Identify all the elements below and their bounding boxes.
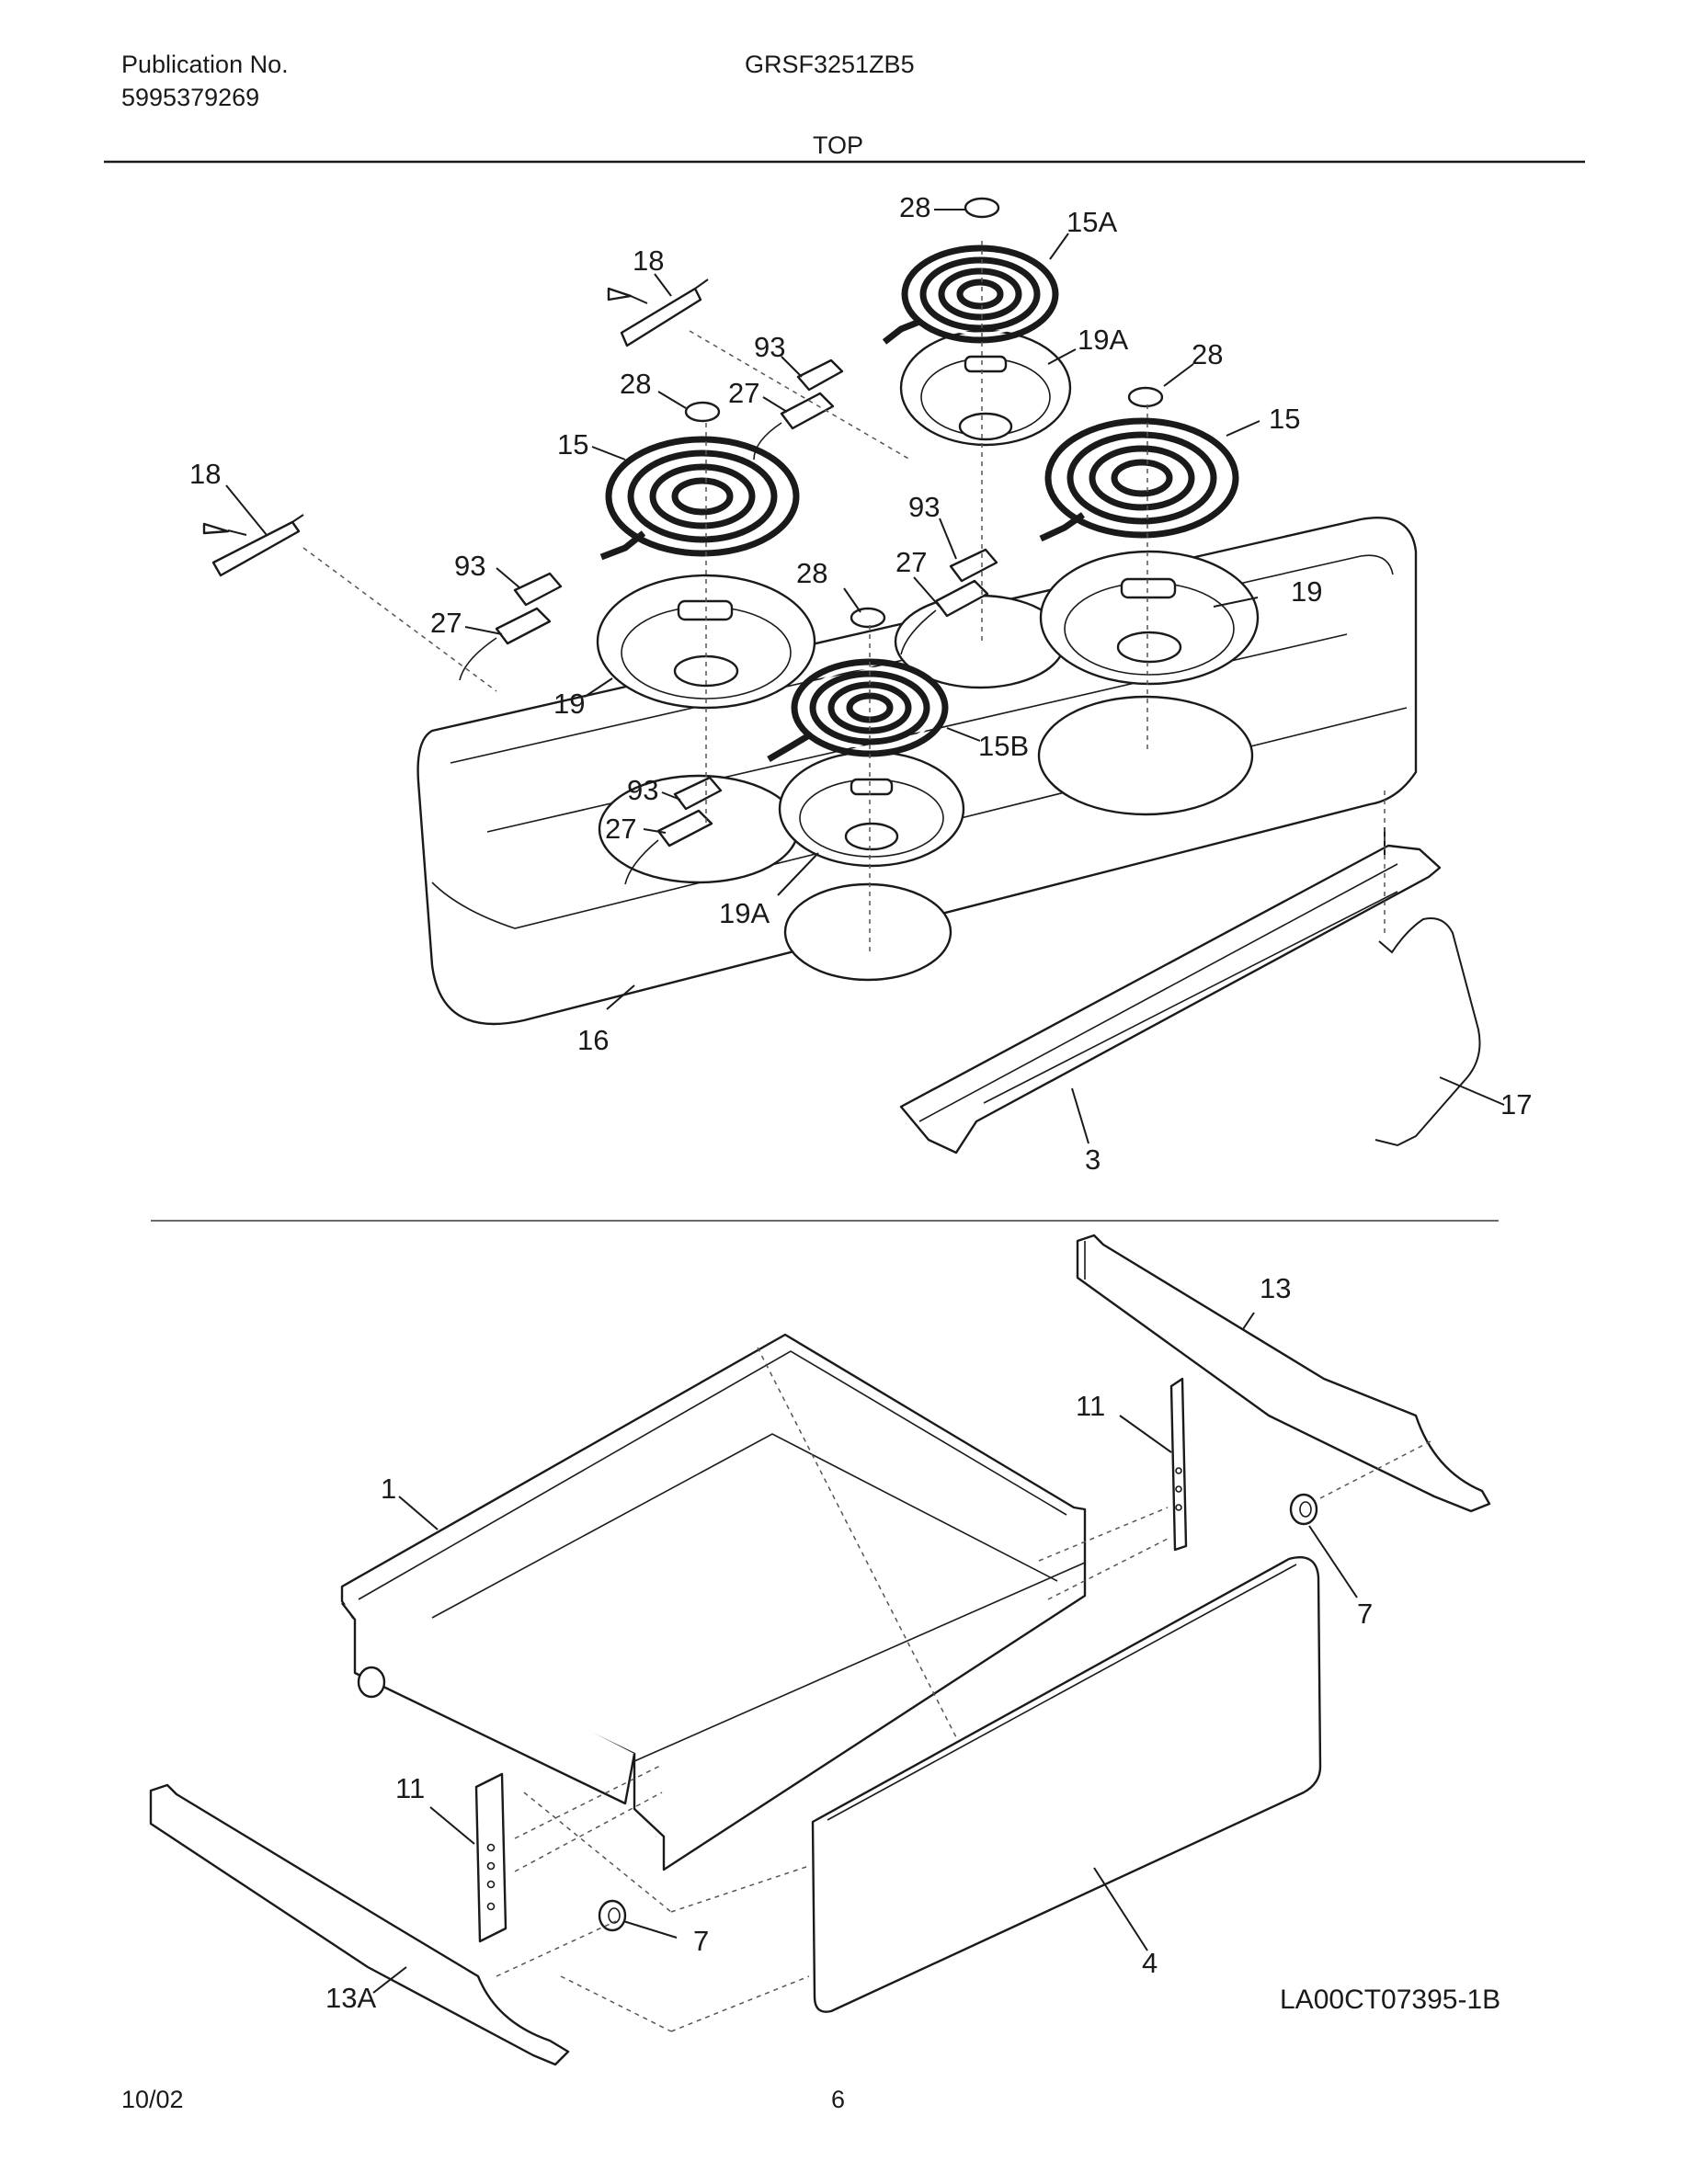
surface-element-15-right [1039,417,1239,542]
drip-bowl-19-left [596,574,816,710]
drip-bowl-19-right [1039,550,1260,686]
drip-bowl-19a-top [899,329,1072,447]
terminal-block-c [900,548,998,655]
callout-93: 93 [454,550,485,582]
callout-28: 28 [796,557,827,589]
callout-11: 11 [395,1772,425,1804]
hole-plug-center [850,607,886,629]
callout-17: 17 [1500,1088,1532,1120]
model-number: GRSF3251ZB5 [745,51,915,78]
callout-13a: 13A [325,1982,376,2014]
callout-7: 7 [1357,1598,1373,1630]
publication-number: 5995379269 [121,84,260,111]
callout-27: 27 [895,546,927,578]
drawer-slide-upper [1169,1377,1188,1552]
hole-plug-top [964,197,1000,219]
callout-27: 27 [728,377,759,409]
anti-tip-wire-rod [1374,917,1481,1147]
mounting-bracket-upper [607,279,709,347]
callout-15b: 15B [978,730,1029,762]
drip-bowl-19a-bottom [778,750,965,868]
callout-28: 28 [899,191,930,223]
callout-15a: 15A [1066,206,1117,238]
section-title: TOP [813,131,864,159]
mounting-bracket-left [202,514,304,577]
callout-19: 19 [553,688,585,720]
callout-19a: 19A [719,897,770,929]
terminal-block-b [459,572,563,681]
terminal-block-a [753,358,844,461]
drawer-roller-right [1289,1493,1318,1526]
callout-93: 93 [908,491,940,523]
callout-13: 13 [1260,1272,1291,1304]
callout-27: 27 [605,813,636,845]
drawer-alignment-lines [496,1347,1435,2032]
drawer-roller-lower [598,1899,627,1932]
footer-date: 10/02 [121,2086,184,2113]
storage-drawer [340,1333,1087,1871]
callout-18: 18 [633,245,664,277]
callout-19: 19 [1291,575,1322,608]
callout-4: 4 [1142,1947,1158,1979]
hole-plug-right [1127,386,1164,408]
callout-1: 1 [381,1473,396,1505]
drawer-front-panel [811,1556,1322,2013]
callout-16: 16 [577,1024,609,1056]
surface-element-15-left [599,436,800,561]
hole-plug-left [684,401,721,423]
drawer-rail-right [1076,1234,1491,1513]
drawing-code: LA00CT07395-1B [1280,1985,1501,2015]
page-number: 6 [831,2086,846,2113]
callout-28: 28 [1192,338,1223,370]
callout-18: 18 [189,458,221,490]
publication-label: Publication No. [121,51,289,78]
callout-27: 27 [430,607,462,639]
callout-93: 93 [627,774,658,806]
callout-11: 11 [1076,1390,1105,1422]
drawer-slide-lower [474,1772,508,1943]
terminal-block-d [624,776,723,885]
callout-28: 28 [620,368,651,400]
alignment-lines [302,241,1386,956]
callout-19a: 19A [1078,324,1128,356]
callout-labels: 28 15A 18 93 19A 28 28 27 15 15 18 93 93… [189,191,1532,2014]
callout-3: 3 [1085,1143,1101,1176]
drawer-rail-left [149,1783,570,2066]
surface-element-15a [882,245,1059,345]
leader-lines [225,209,1505,1994]
callout-15: 15 [1269,403,1300,435]
callout-15: 15 [557,428,588,461]
callout-93: 93 [754,331,785,363]
callout-7: 7 [693,1925,709,1957]
